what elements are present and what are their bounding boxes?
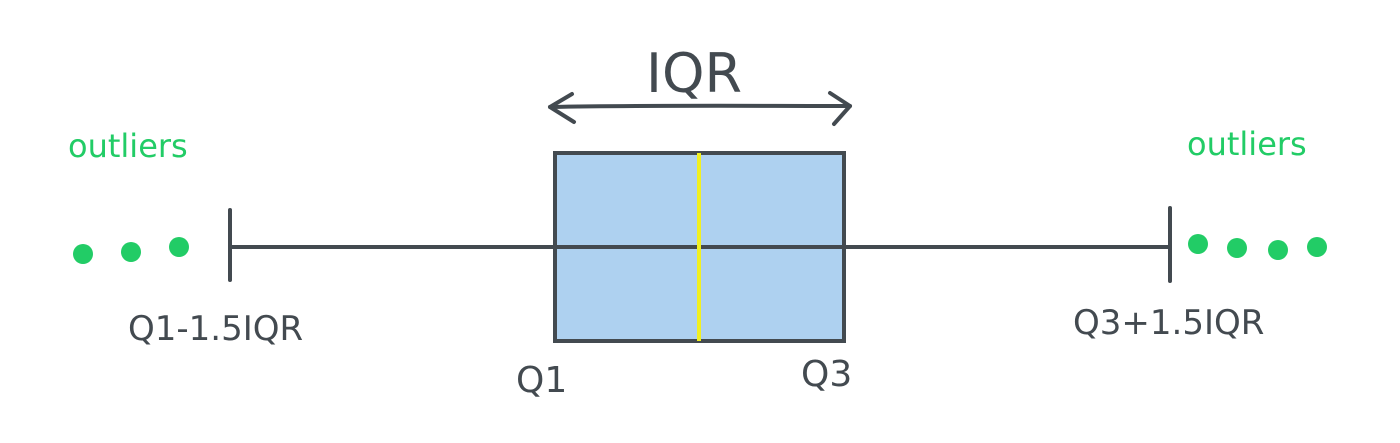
outliers-left-label: outliers: [68, 127, 188, 165]
iqr-arrow-left-head: [548, 92, 576, 124]
lower-fence-label: Q1-1.5IQR: [128, 309, 303, 349]
upper-fence-label: Q3+1.5IQR: [1073, 303, 1264, 343]
q1-label: Q1: [516, 360, 567, 401]
outlier-point: [1188, 234, 1208, 254]
outlier-point: [121, 242, 141, 262]
iqr-arrow: [548, 91, 852, 126]
iqr-arrow-right-head: [828, 91, 852, 126]
outlier-point: [73, 244, 93, 264]
outlier-point: [1307, 237, 1327, 257]
outliers-left: [73, 237, 189, 264]
outlier-point: [1227, 238, 1247, 258]
iqr-arrow-shaft: [548, 103, 852, 109]
q3-label: Q3: [801, 354, 852, 395]
iqr-title: IQR: [646, 42, 742, 105]
outliers-right: [1188, 234, 1327, 260]
outliers-right-label: outliers: [1187, 125, 1307, 163]
outlier-point: [169, 237, 189, 257]
outlier-point: [1268, 240, 1288, 260]
